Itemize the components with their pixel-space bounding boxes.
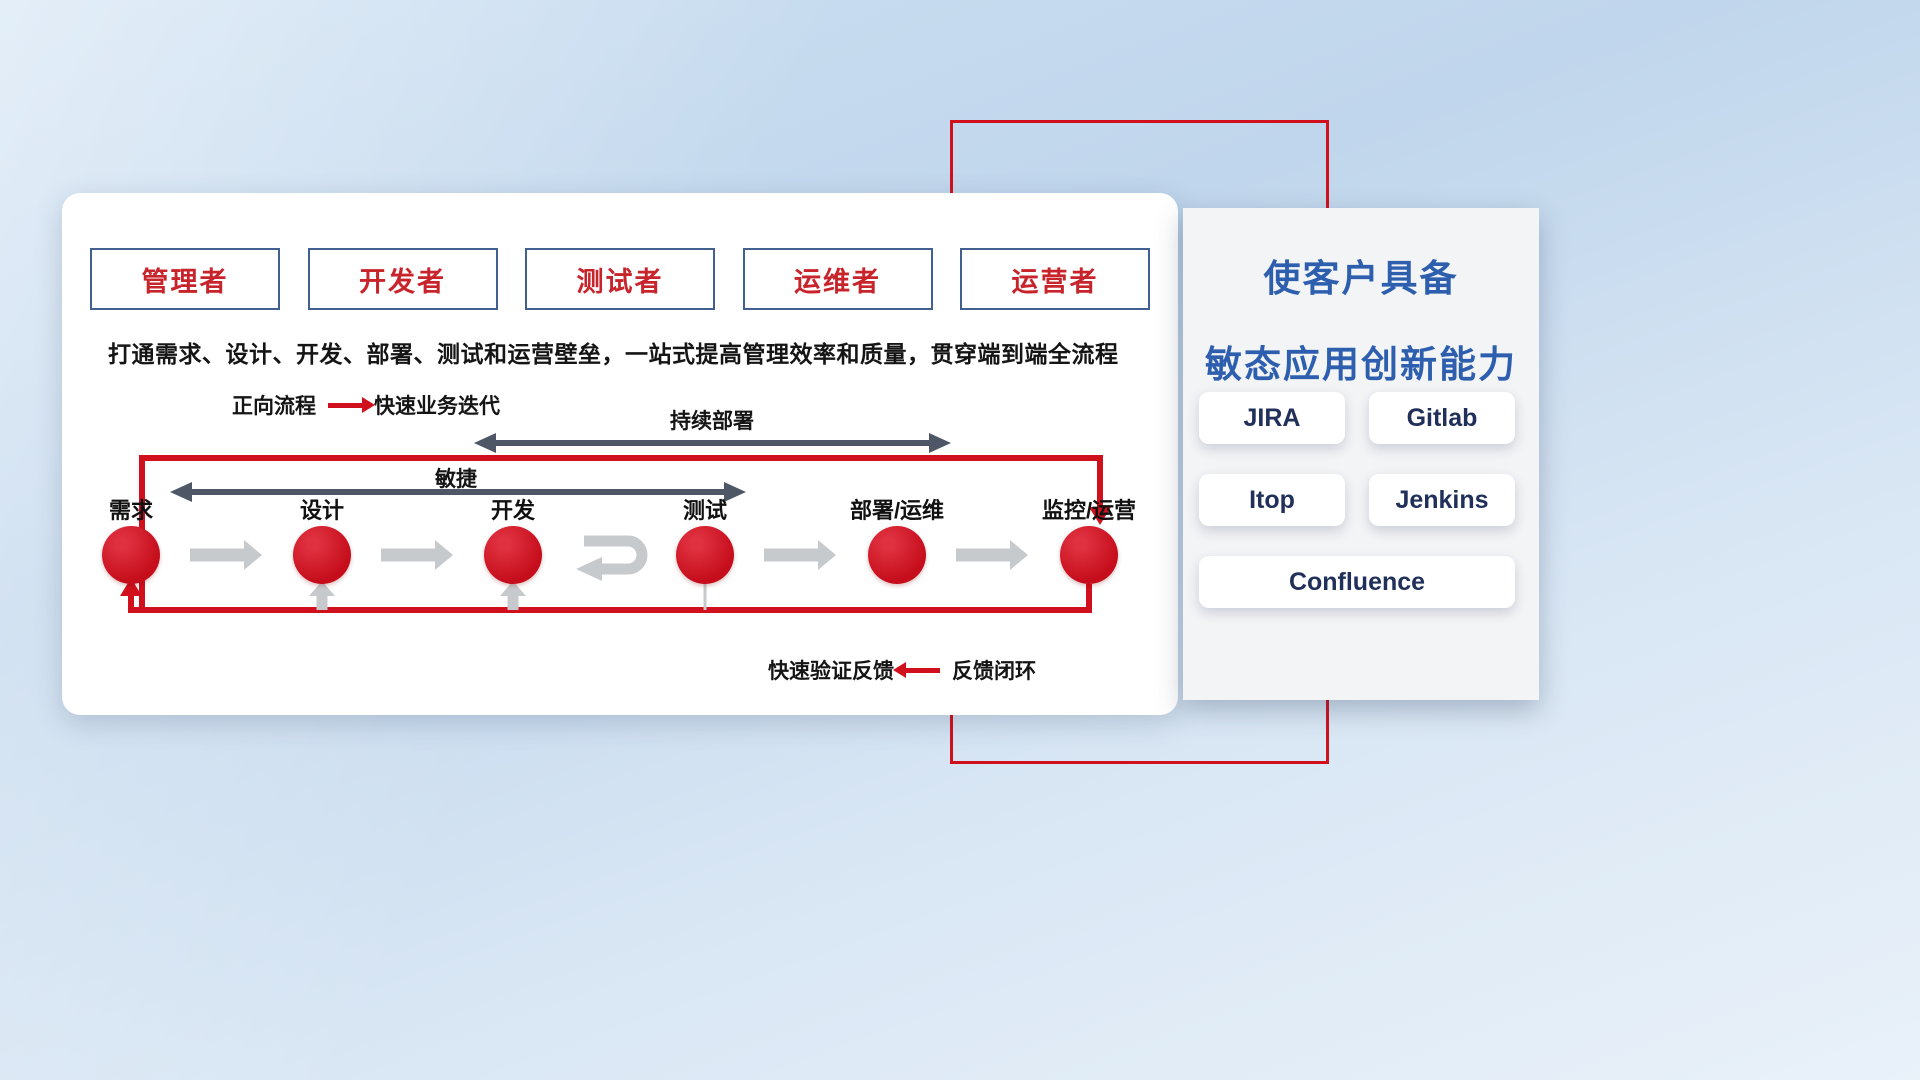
role-label: 测试者 [576,266,664,297]
flow-node-label-monitor-ops: 监控/运营 [1041,498,1137,523]
tool-chip-confluence: Confluence [1199,556,1515,608]
flow-node-circle [484,526,542,584]
feedback-loop-line [128,584,1092,613]
roles-row: 管理者 开发者 测试者 运维者 运营者 [90,248,1150,310]
tool-chip-gitlab: Gitlab [1369,392,1515,444]
up-arrow-icon [500,581,526,610]
feedback-arrow-icon [893,662,940,678]
cd-arrowhead-right-icon [929,433,951,453]
flow-node-circle [1060,526,1118,584]
flow-node-label-design: 设计 [299,498,344,523]
agile-arrowhead-right-icon [724,482,746,502]
role-label: 运营者 [1011,266,1099,297]
flow-node-label-deploy-ops: 部署/运维 [849,498,945,523]
step-arrow-icon [381,540,453,570]
agile-arrowhead-left-icon [170,482,192,502]
devops-flow-card: 管理者 开发者 测试者 运维者 运营者 打通需求、设计、开发、部署、测试和运营壁… [62,193,1178,715]
tool-chip-jira: JIRA [1199,392,1345,444]
flow-node-circle [293,526,351,584]
panel-title-line2: 敏态应用创新能力 [1205,344,1517,385]
right-panel: 使客户具备 敏态应用创新能力 JIRA Gitlab Itop Jenkins … [1183,208,1539,700]
flow-node-circle [676,526,734,584]
role-box-manager: 管理者 [90,248,280,310]
flow-node-circle [868,526,926,584]
flow-node-circle [102,526,160,584]
step-arrow-icon [764,540,836,570]
forward-loop-arrowhead-icon [1089,507,1111,525]
step-arrow-icon [190,540,262,570]
legend-feedback-label: 快速验证反馈 [768,660,894,683]
cd-arrowhead-left-icon [474,433,496,453]
legend-forward-text: 快速业务迭代 [374,395,500,418]
legend-feedback: 快速验证反馈 反馈闭环 [768,655,1036,685]
forward-arrow-icon [328,397,375,413]
forward-loop-line [139,455,1103,610]
role-box-ops: 运维者 [742,248,933,310]
role-box-developer: 开发者 [307,248,498,310]
tool-chip-jenkins: Jenkins [1369,474,1515,526]
step-arrow-icon [956,540,1028,570]
up-arrow-icon [309,581,335,610]
flow-node-label-test: 测试 [682,498,727,523]
panel-title-line1: 使客户具备 [1263,258,1459,299]
flow-node-label-requirements: 需求 [108,498,153,523]
role-label: 管理者 [141,266,229,297]
role-box-operator: 运营者 [960,248,1150,310]
role-box-tester: 测试者 [525,248,715,310]
agile-label: 敏捷 [435,468,477,491]
flow-diagram-arrows [120,433,1111,613]
legend-forward: 正向流程 快速业务迭代 [232,390,500,420]
loopback-icon [584,535,648,575]
cd-label: 持续部署 [670,410,754,433]
legend-forward-label: 正向流程 [232,395,316,418]
loopback-arrowhead-icon [576,557,602,581]
legend-feedback-text: 反馈闭环 [952,660,1036,683]
tool-chip-itop: Itop [1199,474,1345,526]
role-label: 开发者 [359,266,446,297]
role-label: 运维者 [794,266,881,297]
tools-grid: JIRA Gitlab Itop Jenkins Confluence [1199,392,1525,608]
feedback-loop-arrowhead-icon [120,578,142,596]
flow-node-label-develop: 开发 [490,498,535,523]
description-text: 打通需求、设计、开发、部署、测试和运营壁垒，一站式提高管理效率和质量，贯穿端到端… [108,341,1119,367]
